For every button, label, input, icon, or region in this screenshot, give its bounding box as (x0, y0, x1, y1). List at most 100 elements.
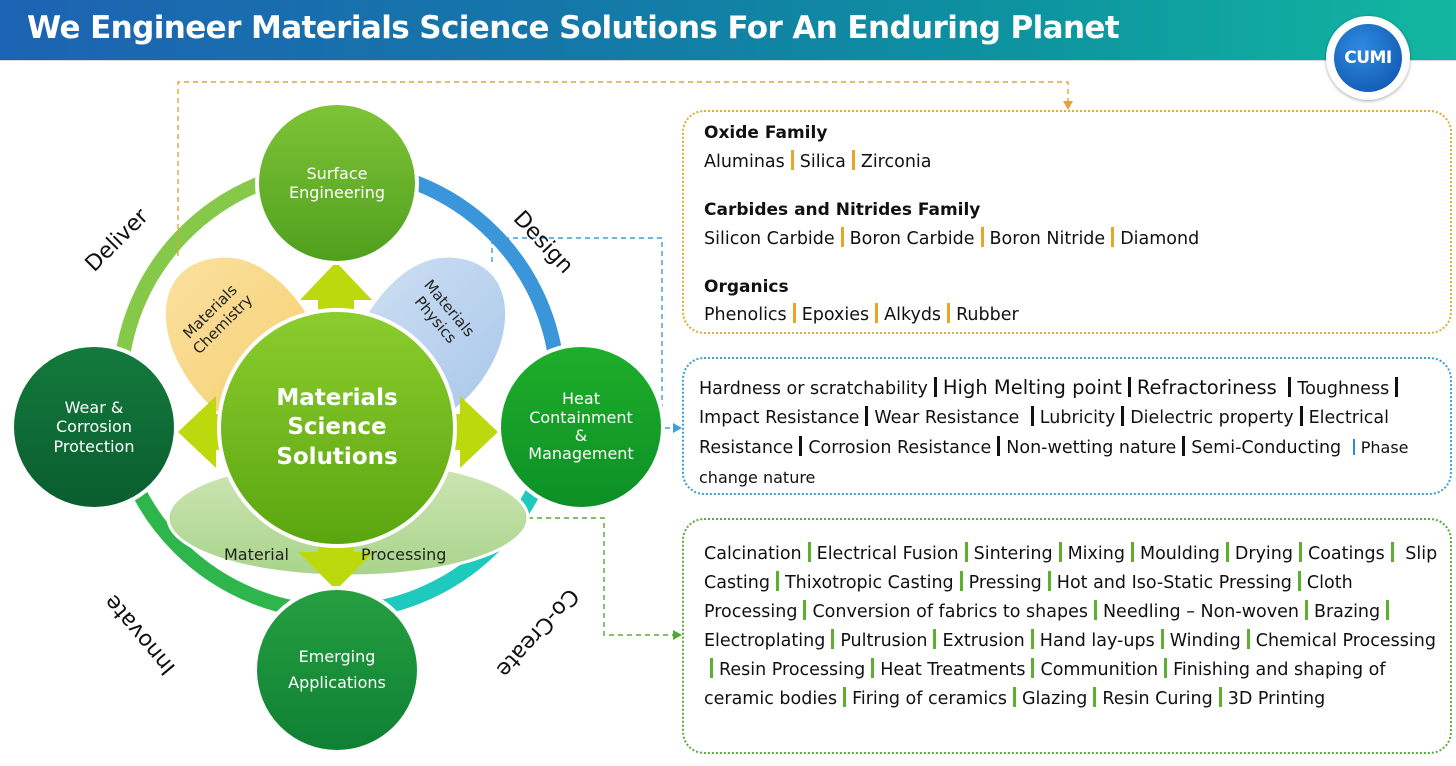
family-items-oxide: Aluminas Silica Zirconia (704, 150, 932, 172)
process-item: Chemical Processing (1255, 631, 1436, 651)
property-item: Semi-Conducting (1191, 438, 1342, 458)
header-banner: We Engineer Materials Science Solutions … (0, 0, 1456, 60)
property-item: Electrical Resistance (699, 408, 1390, 458)
arrow-down (298, 538, 374, 590)
connector-processes (528, 517, 676, 636)
node-heat-line1: Heat (562, 389, 600, 409)
process-item: Brazing (1313, 602, 1381, 622)
process-item: Electroplating (704, 631, 826, 651)
process-item: Resin Curing (1102, 689, 1213, 709)
property-item: High Melting point (942, 376, 1122, 399)
process-item: Communition (1040, 660, 1159, 680)
center-line3: Solutions (276, 443, 398, 470)
connector-families (177, 81, 1069, 256)
family-item: Aluminas (704, 152, 785, 172)
property-item: Corrosion Resistance (808, 438, 992, 458)
circle-center (217, 308, 457, 548)
family-item: Zirconia (860, 152, 932, 172)
arrow-up (300, 262, 372, 312)
process-item: Winding (1169, 631, 1241, 651)
property-item: Hardness or scratchability (699, 379, 928, 399)
diagram-graphics (10, 81, 1073, 754)
family-item: Silicon Carbide (704, 229, 835, 249)
connectors (177, 81, 1073, 640)
petal-label-processing-left: Material (224, 545, 289, 564)
process-item: Hand lay-ups (1039, 631, 1155, 651)
process-item: Hot and Iso-Static Pressing (1056, 573, 1292, 593)
family-items-carbides: Silicon Carbide Boron Carbide Boron Nitrid… (704, 227, 1199, 249)
process-item: Drying (1234, 544, 1293, 564)
process-item: Finishing and shaping of ceramic bodies (704, 660, 1386, 709)
process-item: Firing of ceramics (852, 689, 1007, 709)
cumi-logo: CUMI (1326, 16, 1410, 100)
family-item: Silica (799, 152, 846, 172)
node-wear-line1: Wear & (64, 398, 124, 418)
process-item: Needling – Non-woven (1102, 602, 1299, 622)
family-item: Boron Nitride (989, 229, 1106, 249)
petal-label-processing-right: Processing (361, 545, 447, 564)
process-item: Thixotropic Casting (784, 573, 954, 593)
family-item: Boron Carbide (849, 229, 975, 249)
process-item: Cloth Processing (704, 573, 1353, 622)
properties-box (682, 357, 1452, 495)
process-item: 3D Printing (1227, 689, 1326, 709)
header-divider (0, 60, 1456, 61)
property-item: Refractoriness (1136, 376, 1277, 399)
process-item: Extrusion (942, 631, 1025, 651)
family-title-carbides: Carbides and Nitrides Family (704, 200, 981, 220)
node-circles (10, 101, 665, 754)
node-surface-line1: Surface (306, 163, 368, 183)
property-item: Non-wetting nature (1006, 438, 1177, 458)
property-item: Toughness (1297, 379, 1390, 399)
family-items-organics: Phenolics Epoxies Alkyds Rubber (704, 303, 1019, 325)
property-item: Wear Resistance (874, 408, 1020, 428)
node-emerging-line1: Emerging (298, 646, 376, 666)
node-wear-line2: Corrosion (56, 417, 132, 437)
property-item: Lubricity (1039, 408, 1116, 428)
cumi-logo-text: CUMI (1334, 24, 1402, 92)
node-heat-line4: Management (528, 444, 634, 464)
family-item: Diamond (1120, 229, 1200, 249)
center-line2: Science (287, 414, 387, 441)
node-wear-line3: Protection (53, 436, 135, 456)
family-item: Phenolics (704, 305, 787, 325)
circle-emerging-applications (253, 586, 421, 754)
page-title: We Engineer Materials Science Solutions … (27, 10, 1120, 46)
process-item: Pressing (968, 573, 1042, 593)
family-item: Alkyds (884, 305, 942, 325)
property-item: Impact Resistance (699, 408, 860, 428)
node-heat-line2: Containment (529, 407, 633, 427)
process-item: Electrical Fusion (816, 544, 959, 564)
circle-heat-containment (497, 343, 665, 511)
family-title-organics: Organics (704, 277, 789, 297)
property-item: Dielectric property (1130, 408, 1294, 428)
process-item: Coatings (1308, 544, 1385, 564)
family-item: Epoxies (801, 305, 870, 325)
process-item: Resin Processing (719, 660, 866, 680)
process-item: Pultrusion (840, 631, 928, 651)
node-emerging-line2: Applications (288, 673, 386, 692)
process-item: Moulding (1139, 544, 1220, 564)
circle-surface-engineering (255, 101, 419, 265)
process-item: Sintering (973, 544, 1053, 564)
property-item: Phase change nature (699, 438, 1409, 487)
process-item: Slip Casting (704, 544, 1438, 593)
family-title-oxide: Oxide Family (704, 123, 828, 143)
process-item: Conversion of fabrics to shapes (812, 602, 1088, 622)
family-item: Rubber (956, 305, 1019, 325)
arrow-right (444, 396, 498, 468)
properties-list: Hardness or scratchability High Melting p… (699, 373, 1447, 493)
processes-box (682, 518, 1452, 754)
node-heat-line3: & (574, 426, 588, 445)
process-item: Mixing (1067, 544, 1125, 564)
circle-wear-corrosion (10, 343, 178, 511)
process-item: Calcination (704, 544, 802, 564)
center-line1: Materials (276, 385, 398, 412)
process-item: Heat Treatments (880, 660, 1026, 680)
processes-list: Calcination Electrical Fusion Sintering Mix… (704, 540, 1444, 714)
process-item: Glazing (1021, 689, 1088, 709)
